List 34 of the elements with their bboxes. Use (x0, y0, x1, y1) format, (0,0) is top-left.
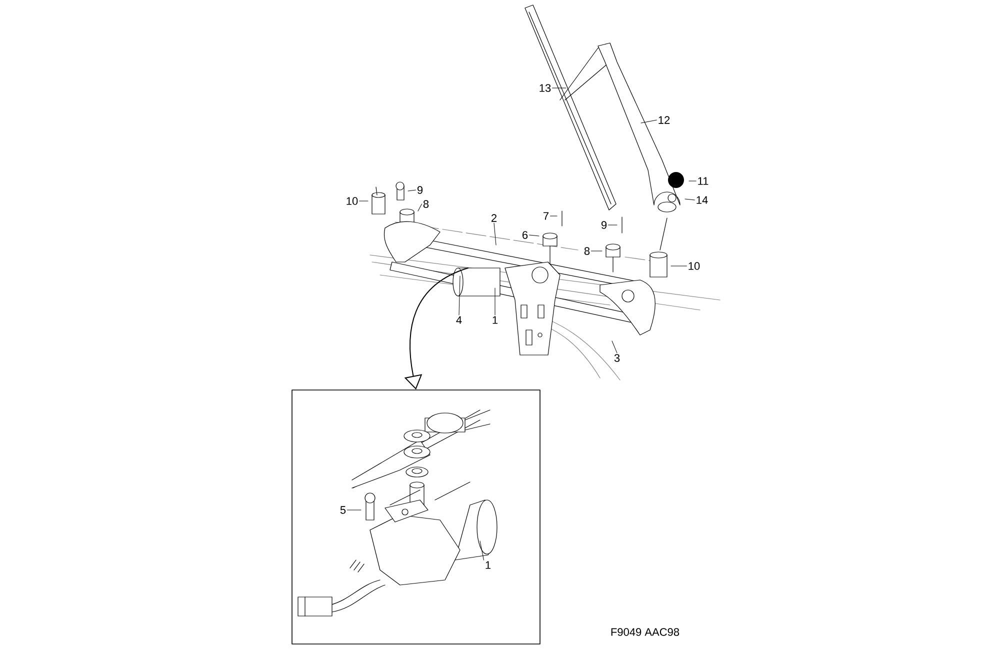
leader-line (480, 540, 484, 560)
leader-line (408, 190, 416, 192)
callout-number: 9 (601, 221, 607, 229)
leader-line (529, 234, 540, 236)
leader-line (494, 288, 496, 316)
callout-number: 8 (584, 247, 590, 255)
callout-number: 11 (698, 177, 708, 185)
callout-number: 6 (522, 231, 528, 239)
leader-line (640, 120, 657, 124)
callout-number: 9 (417, 186, 423, 194)
leader-line (494, 222, 496, 246)
callout-number: 14 (696, 196, 708, 204)
callout-number: 1 (492, 316, 498, 324)
callout-number: 13 (540, 84, 551, 92)
leader-line (608, 224, 618, 226)
callout-number: 12 (658, 116, 670, 124)
leader-line (591, 250, 602, 252)
callout-number: 10 (346, 197, 358, 205)
callout-number: 8 (423, 200, 429, 208)
leader-line (612, 340, 618, 354)
callout-number: 3 (614, 354, 620, 362)
leader-line (684, 198, 695, 200)
figure-code: F9049 AAC98 (611, 628, 680, 636)
callout-number: 7 (544, 212, 549, 220)
leader-line (688, 180, 696, 182)
callout-number: 2 (492, 214, 497, 222)
leader-line (359, 200, 368, 202)
leader-line (418, 204, 422, 212)
callout-number: 1 (486, 561, 491, 569)
inset-frame (292, 390, 540, 644)
leader-line (458, 276, 460, 316)
callout-number: 10 (688, 262, 700, 270)
callout-number: 5 (340, 506, 346, 514)
callout-number: 4 (456, 316, 462, 324)
